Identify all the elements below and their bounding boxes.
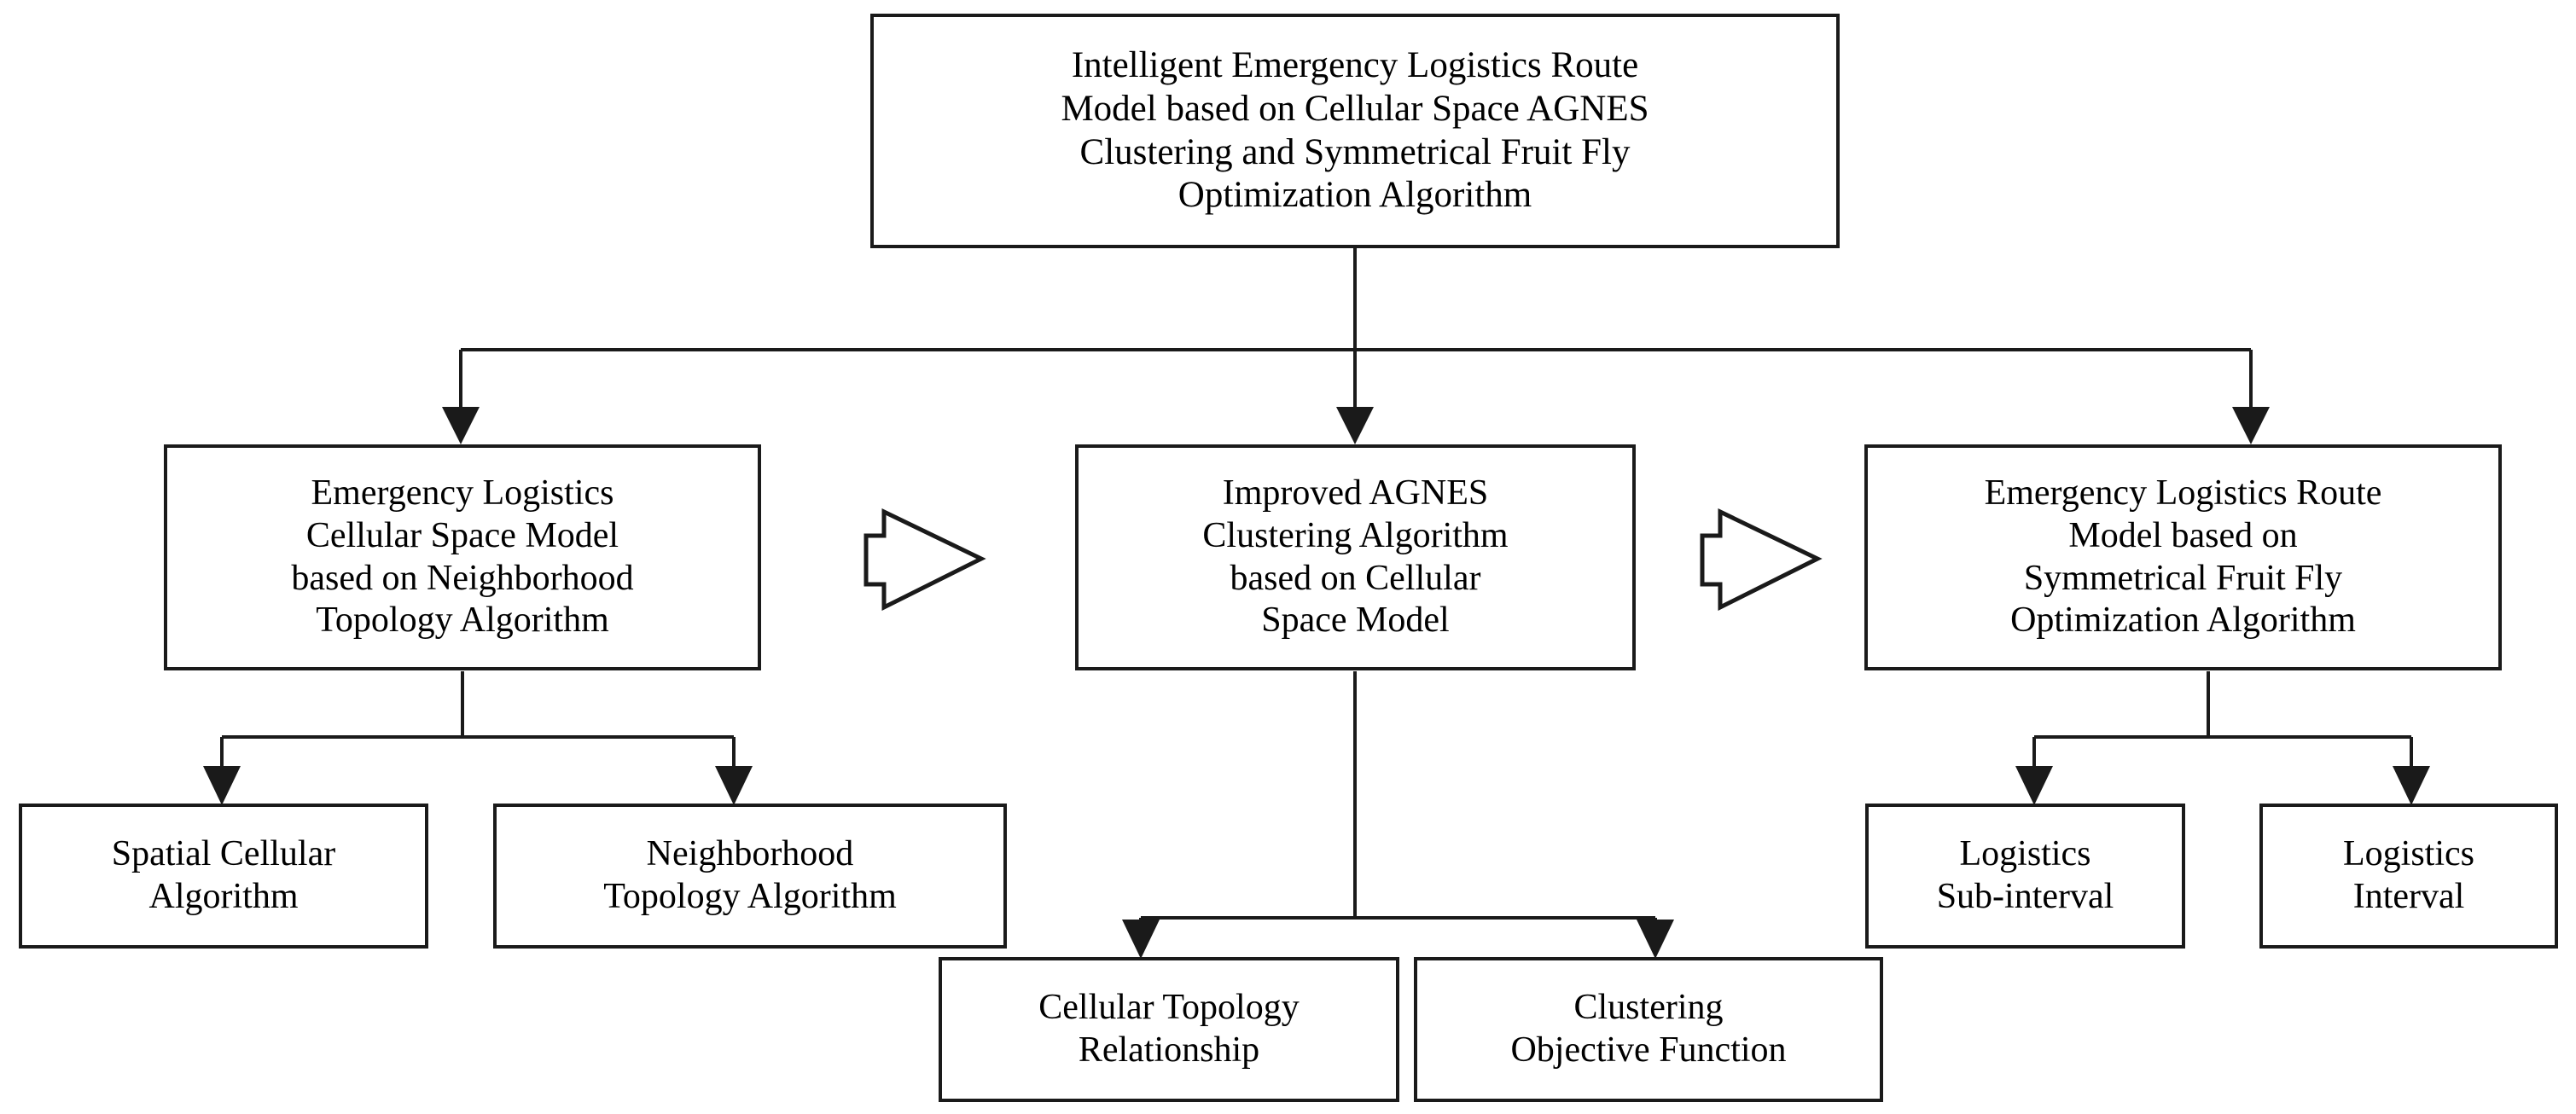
node-clustering-objective-function[interactable]: Clustering Objective Function <box>1414 957 1883 1102</box>
node-agnes-clustering-label: Improved AGNES Clustering Algorithm base… <box>1202 473 1509 641</box>
node-root[interactable]: Intelligent Emergency Logistics Route Mo… <box>870 14 1840 248</box>
node-logistics-sub-interval-label: Logistics Sub-interval <box>1936 834 2114 916</box>
node-logistics-interval-label: Logistics Interval <box>2343 834 2474 916</box>
arrowhead-icon <box>1122 920 1160 959</box>
node-spatial-cellular-algorithm[interactable]: Spatial Cellular Algorithm <box>19 804 428 949</box>
arrowhead-icon <box>2393 766 2430 805</box>
node-cellular-space-model-label: Emergency Logistics Cellular Space Model… <box>291 473 634 641</box>
arrowhead-icon <box>715 766 753 805</box>
node-logistics-sub-interval[interactable]: Logistics Sub-interval <box>1865 804 2185 949</box>
node-neighborhood-topology-algorithm-label: Neighborhood Topology Algorithm <box>603 834 897 916</box>
connector-cellular-space-model-children <box>203 671 753 805</box>
arrowhead-icon <box>1637 920 1674 959</box>
node-route-model-ffo[interactable]: Emergency Logistics Route Model based on… <box>1864 444 2502 670</box>
arrowhead-icon <box>203 766 241 805</box>
arrowhead-icon <box>1336 407 1374 444</box>
node-logistics-interval[interactable]: Logistics Interval <box>2259 804 2558 949</box>
node-neighborhood-topology-algorithm[interactable]: Neighborhood Topology Algorithm <box>493 804 1007 949</box>
connector-root-to-level2 <box>442 248 2270 444</box>
node-cellular-topology-relationship-label: Cellular Topology Relationship <box>1038 988 1300 1070</box>
node-spatial-cellular-algorithm-label: Spatial Cellular Algorithm <box>111 834 336 916</box>
connector-agnes-clustering-children <box>1122 671 1674 959</box>
arrowhead-icon <box>2015 766 2053 805</box>
node-agnes-clustering[interactable]: Improved AGNES Clustering Algorithm base… <box>1075 444 1636 670</box>
node-route-model-ffo-label: Emergency Logistics Route Model based on… <box>1984 473 2382 641</box>
node-clustering-objective-function-label: Clustering Objective Function <box>1510 988 1787 1070</box>
node-cellular-space-model[interactable]: Emergency Logistics Cellular Space Model… <box>164 444 761 670</box>
connector-route-model-ffo-children <box>2015 671 2430 805</box>
arrowhead-icon <box>2232 407 2270 444</box>
node-root-label: Intelligent Emergency Logistics Route Mo… <box>1061 45 1649 216</box>
arrowhead-icon <box>442 407 480 444</box>
block-arrow-right-icon-2 <box>1700 508 1823 612</box>
node-cellular-topology-relationship[interactable]: Cellular Topology Relationship <box>939 957 1399 1102</box>
block-arrow-right-icon-1 <box>864 508 986 612</box>
